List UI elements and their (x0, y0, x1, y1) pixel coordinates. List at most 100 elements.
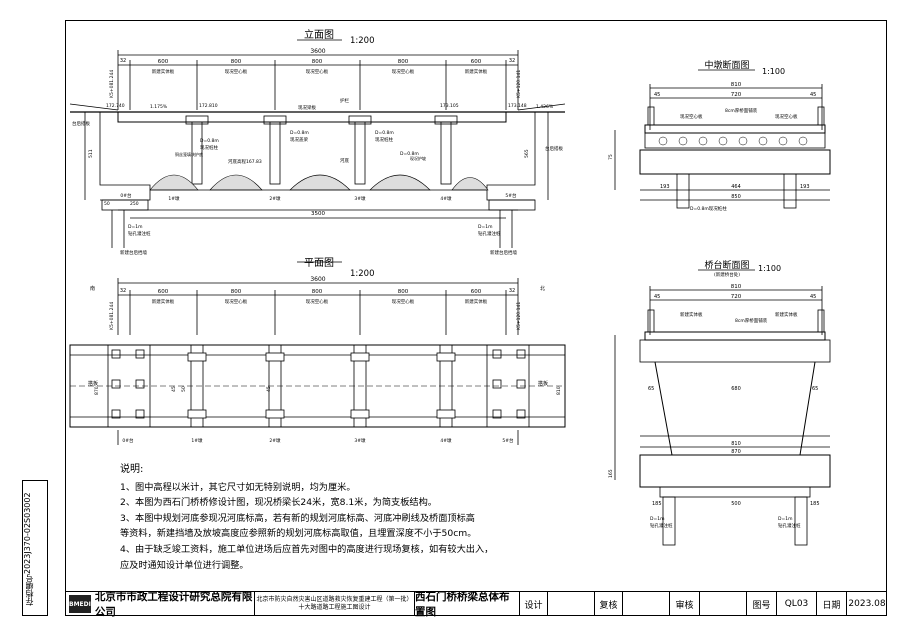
elev-level-3: 173.105 (440, 103, 459, 109)
pier-label-b: 8cm厚桥面铺装 (725, 107, 758, 114)
plan-span-1: 600 (158, 289, 169, 295)
elev-span-label-3: 现况空心板 (306, 68, 329, 75)
check-label: 复核 (595, 592, 623, 616)
plan-end-right: 32 (509, 288, 515, 294)
elev-deck: 现况梁板 (298, 104, 316, 111)
drawing-title: 西石门桥桥梁总体布置图 (415, 591, 520, 618)
review-label: 审核 (670, 592, 700, 616)
design-label: 设计 (520, 592, 548, 616)
plan-span-4: 800 (398, 289, 409, 295)
abut-total: 810 (731, 284, 742, 290)
elev-span-4: 800 (398, 59, 409, 65)
plan-pier-3: 3#墩 (354, 437, 366, 444)
abut-pile-2: D=1m (778, 516, 792, 522)
elev-station-right: K5+120.141 (516, 70, 522, 98)
abut-side-left: 65 (648, 386, 654, 392)
plan-approach-left: 搭板 (88, 380, 98, 387)
plan-span-label-3: 现况空心板 (306, 298, 329, 305)
plan-span-label-5: 新建实体板 (465, 298, 488, 305)
check-sign (623, 592, 670, 616)
elev-pile-label-1: 现况桩柱 (200, 144, 218, 151)
elev-span-label-1: 新建实体板 (152, 68, 175, 75)
abut-pile-label-2: 钻孔灌注桩 (778, 522, 801, 529)
elev-railing: 护栏 (340, 97, 349, 104)
project-line-2: 十大路道路工程施工图设计 (298, 604, 371, 611)
abut-section-title: 桥台断面图 (704, 259, 749, 271)
elev-pile-dia-4: D=0.8m (400, 151, 419, 157)
abut-edge2-left: 185 (652, 501, 662, 507)
elev-cap-label: 现况盖梁 (290, 136, 308, 143)
abut-body: 680 (731, 386, 741, 392)
elev-span-label-4: 现况空心板 (392, 68, 415, 75)
elev-dim-565: 565 (524, 149, 530, 158)
abut-label-a: 新建实体板 (680, 311, 703, 318)
title-block: BMEDI 北京市市政工程设计研究总院有限公司 北京市防灾自然灾害山区道路救灾恢… (65, 591, 887, 618)
plan-piers (187, 344, 456, 428)
notes-heading: 说明: (120, 464, 144, 475)
plan-span-label-1: 新建实体板 (152, 298, 175, 305)
date-label: 日期 (817, 592, 847, 616)
elev-span-5: 600 (471, 59, 482, 65)
elev-pile-dia-2: D=0.8m (290, 130, 309, 136)
elev-new-abut-left: 新建台后挡墙 (120, 249, 147, 256)
elev-end-left: 32 (120, 58, 126, 64)
elev-scour-label: 现况护坡 (410, 155, 426, 161)
pier-label-a: 现况空心板 (680, 113, 703, 120)
company-logo: BMEDI (69, 595, 91, 613)
abut-edge-left: 45 (654, 294, 660, 300)
abut-label-a2: 新建实体板 (775, 311, 798, 318)
plan-station-left: K5+081.244 (109, 302, 115, 330)
elev-abut-pile-label-left: 钻孔灌注桩 (128, 230, 151, 237)
note-line: 4、由于缺乏竣工资料，施工单位进场后应首先对图中的高度进行现场复核，如有较大出入… (120, 543, 494, 555)
elev-pile-dia-3: D=0.8m (375, 130, 394, 136)
drawing-no: QL03 (777, 592, 817, 616)
elev-road-right: 台后搭板 (545, 145, 563, 152)
pier-total: 810 (731, 82, 742, 88)
elev-pile-label-3: 现况桩柱 (375, 136, 393, 143)
plan-pier-0: 0#台 (122, 437, 134, 444)
plan-width-b: 50 (181, 386, 187, 392)
plan-title: 平面图 (304, 257, 334, 269)
elev-abut-5: 5#台 (505, 192, 517, 199)
note-line: 3、本图中规划河底参现况河底标高，若有新的规划河底标高、河底冲刷线及桥面顶标高 (120, 512, 475, 524)
elev-pier-1: 1#墩 (168, 195, 180, 202)
pier-inner: 720 (731, 92, 742, 98)
elev-pier-2: 2#墩 (269, 195, 281, 202)
elevation-scale: 1:200 (350, 36, 375, 46)
binding-strip: 2023J370-02S03002 (22, 480, 48, 616)
drawing-frame (65, 20, 887, 616)
plan-abutments (107, 344, 530, 428)
review-sign (700, 592, 747, 616)
abut-inner: 720 (731, 294, 742, 300)
plan-dir-left: 南 (90, 285, 95, 292)
elev-slope-right: 1.426% (536, 104, 554, 110)
pier-cap: 193 (660, 184, 670, 190)
project-cell: 北京市防灾自然灾害山区道路救灾恢复重建工程（第一批） 十大路道路工程施工图设计 (255, 592, 415, 616)
pier-section-scale: 1:100 (762, 67, 785, 76)
drawing-no-label: 图号 (747, 592, 777, 616)
elev-pier-4: 4#墩 (440, 195, 452, 202)
plan-dim-ticks (117, 278, 519, 335)
design-sign (548, 592, 595, 616)
elev-end-right: 32 (509, 58, 515, 64)
elevation-title: 立面图 (304, 28, 334, 41)
abut-label-b: 8cm厚桥面铺装 (735, 317, 768, 324)
plan-span-3: 800 (312, 289, 323, 295)
plan-width-c: 45 (266, 386, 272, 392)
abut-pile-label: 钻孔灌注桩 (650, 522, 673, 529)
pier-cap-width: 850 (731, 194, 741, 200)
elev-span-3: 800 (312, 59, 323, 65)
elev-span-label-5: 新建实体板 (465, 68, 488, 75)
pier-label-a2: 现况空心板 (775, 113, 798, 120)
elev-pier-3: 3#墩 (354, 195, 366, 202)
pier-edge-right: 45 (810, 92, 816, 98)
elev-new-abut-right: 新建台后挡墙 (490, 249, 517, 256)
notes-block: 说明: 1、图中高程以米计，其它尺寸如无特别说明，均为厘米。 2、本图为西石门桥… (120, 462, 520, 573)
plan-pier-4: 4#墩 (440, 437, 452, 444)
plan-end-left: 32 (120, 288, 126, 294)
plan-span-2: 800 (231, 289, 242, 295)
date-value: 2023.08 (848, 599, 886, 609)
plan-span-5: 600 (471, 289, 482, 295)
elev-abut-pile-label-right: 钻孔灌注桩 (478, 230, 501, 237)
